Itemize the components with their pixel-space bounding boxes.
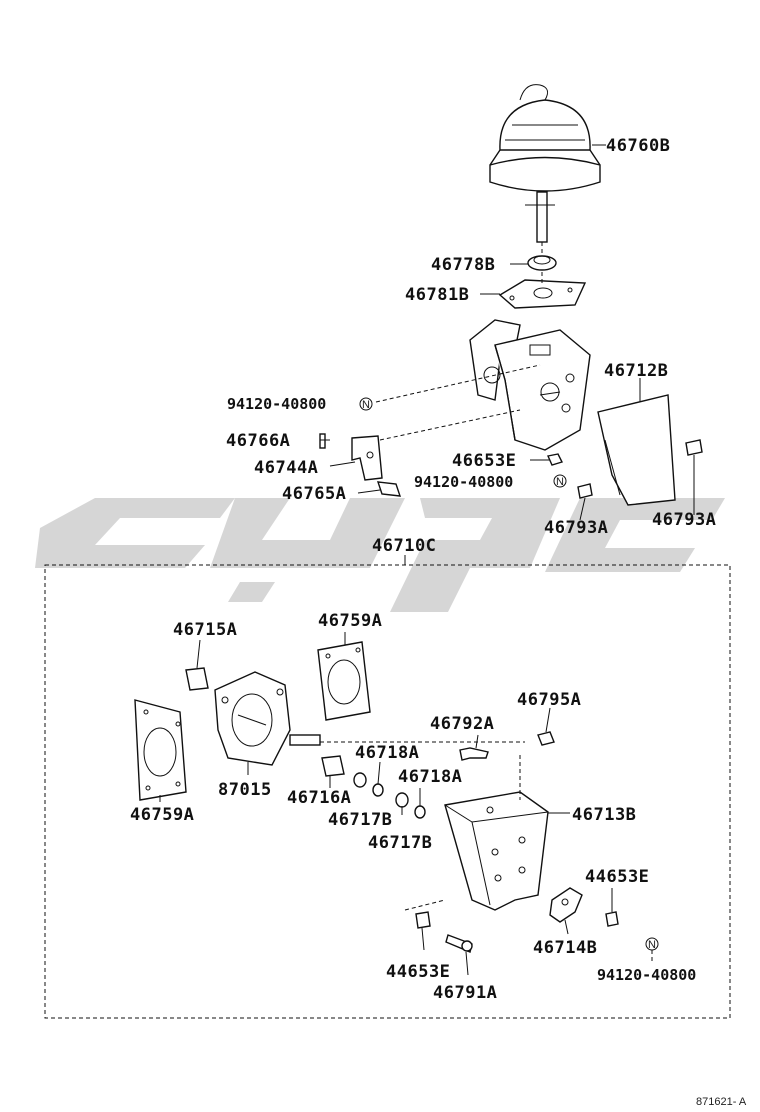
label-46715A: 46715A [173,620,237,640]
label-46710C: 46710C [372,536,436,556]
label-46716A: 46716A [287,788,351,808]
svg-text:N: N [556,476,564,488]
actuator-46760B [489,84,601,243]
nut-46653E-upper [547,453,563,466]
pin-46765A [376,481,402,497]
label-46778B: 46778B [431,255,495,275]
label-46759A-lower: 46759A [130,805,194,825]
svg-text:N: N [362,399,370,411]
upper-leaders [320,144,695,521]
label-46793A-left: 46793A [544,518,608,538]
label-46765A: 46765A [282,484,346,504]
label-46759A-upper: 46759A [318,611,382,631]
bolt-46793A-left [577,483,593,499]
nut-46795A [537,731,555,746]
plate-46781B [498,279,587,309]
label-87015: 87015 [218,780,272,800]
nut-44653E-left [415,911,431,929]
svg-text:N: N [648,939,656,951]
label-46781B: 46781B [405,285,469,305]
bolt-46791A [445,934,473,953]
spacer-46715A [185,667,209,691]
nut-44653E-right [605,911,619,927]
assembly-boundary-46710C [44,555,731,1019]
label-46714B: 46714B [533,938,597,958]
lower-leaders [159,632,653,976]
lever-46714B [549,887,583,923]
label-46793A-right: 46793A [652,510,716,530]
label-94120-40800-upper: 94120-40800 [227,395,326,413]
label-46718A-lower: 46718A [398,767,462,787]
bracket-46713B [444,791,549,911]
label-46792A: 46792A [430,714,494,734]
label-46744A: 46744A [254,458,318,478]
grommet-46778B [527,255,557,271]
label-46766A: 46766A [226,431,290,451]
lever-46744A [351,435,383,481]
watermark-logo [35,498,725,612]
label-46713B: 46713B [572,805,636,825]
pin-46766A [319,433,326,449]
label-46653E-upper: 46653E [452,451,516,471]
label-94120-40800-mid: 94120-40800 [414,473,513,491]
gasket-46759A-left [134,699,187,801]
label-46760B: 46760B [606,136,670,156]
label-46712B: 46712B [604,361,668,381]
washers-46717B-46718A [353,772,426,819]
cover-plate-46712B [597,394,676,506]
bolt-46792A [459,747,489,761]
label-46791A: 46791A [433,983,497,1003]
label-46795A: 46795A [517,690,581,710]
label-46717B-upper: 46717B [328,810,392,830]
nut-symbol-2: N [553,474,567,488]
nut-symbol-3: N [645,937,659,951]
label-44653E-right: 44653E [585,867,649,887]
label-44653E-left: 44653E [386,962,450,982]
throttle-body-87015 [214,671,321,766]
bolt-46793A-right [685,439,703,505]
label-46718A-upper: 46718A [355,743,419,763]
nut-symbol-1: N [359,397,373,411]
upper-bracket [469,319,591,451]
reference-code: 871621- A [696,1096,747,1108]
gasket-46759A-right [317,641,371,721]
spacer-46716A [321,755,345,777]
label-94120-40800-lower: 94120-40800 [597,966,696,984]
label-46717B-lower: 46717B [368,833,432,853]
